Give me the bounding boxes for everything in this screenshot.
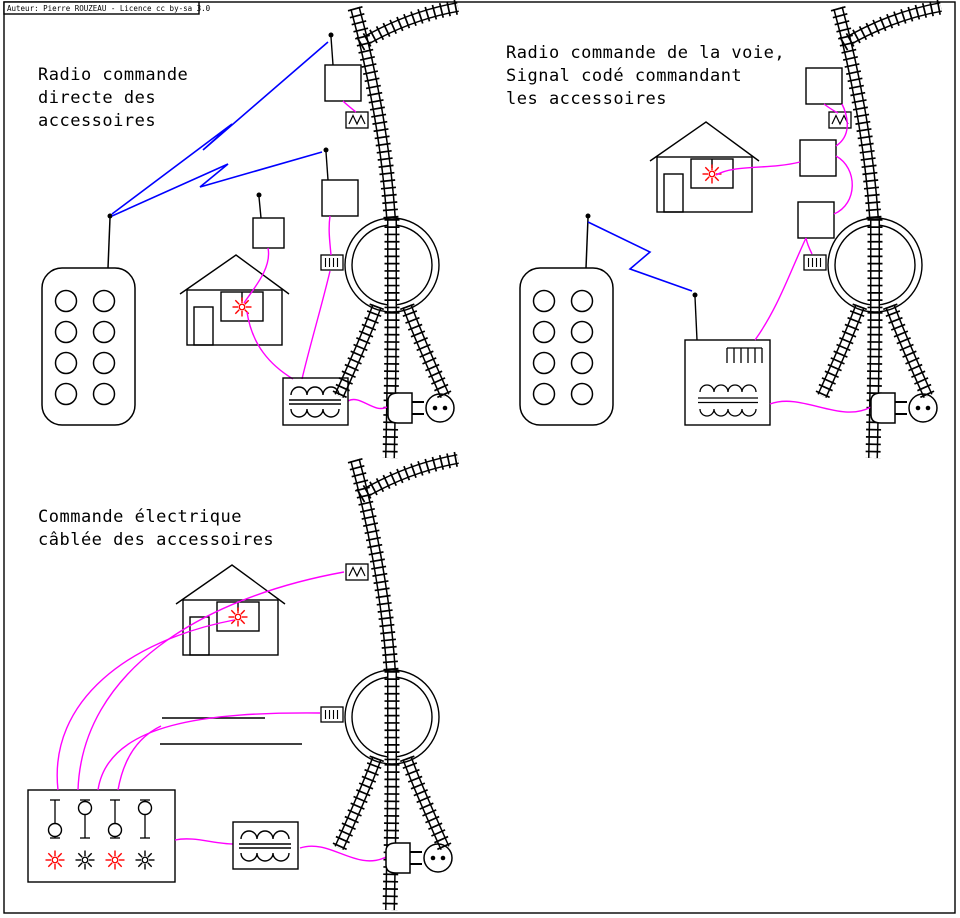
credit-box xyxy=(3,1,200,15)
wire-decoder3-to-decoder2 xyxy=(833,155,853,215)
section3-title-line2: câblée des accessoires xyxy=(38,530,274,550)
switch-knob xyxy=(77,800,93,816)
wire-transformer-to-plug xyxy=(347,398,388,410)
page-border xyxy=(3,1,956,914)
section2-title-line1: Radio commande de la voie, xyxy=(506,43,785,63)
receiver-antenna-tip xyxy=(692,292,698,298)
internal-transformer-icon xyxy=(698,384,758,417)
wire-panel-to-turntable-motor xyxy=(97,712,321,791)
wire-decoder-to-turntable-motor xyxy=(805,237,813,255)
house xyxy=(176,565,285,655)
section-wired: Commande électrique câblée des accessoir… xyxy=(27,459,458,910)
radio-remote xyxy=(519,212,614,426)
section2-title-line2: Signal codé commandant xyxy=(506,66,742,86)
transformer xyxy=(232,821,299,870)
radio-wave-bolt xyxy=(111,151,323,217)
house xyxy=(180,255,289,345)
receiver-antenna xyxy=(330,36,334,66)
receiver-antenna xyxy=(694,296,698,341)
switch-knob xyxy=(137,800,153,816)
wire-panel-to-transformer xyxy=(174,838,234,845)
mains-plug xyxy=(387,392,455,424)
wire-decoder-to-point-motor xyxy=(823,103,839,114)
wire-panel-to-point-motor xyxy=(77,571,345,791)
section3-title-line1: Commande électrique xyxy=(38,507,242,527)
receiver-turnout xyxy=(324,32,362,102)
switch-panel xyxy=(27,789,176,883)
radio-wave-bolt xyxy=(111,41,329,215)
receiver-house xyxy=(252,192,285,249)
radio-wave-bolt xyxy=(587,221,693,292)
wire-panel-to-bus xyxy=(117,725,162,791)
section1-title-line2: directe des xyxy=(38,88,156,108)
receiver-antenna-tip xyxy=(256,192,262,198)
section1-title-line3: accessoires xyxy=(38,111,156,131)
wire-house-to-transformer xyxy=(246,311,294,380)
section-radio-coded: Radio commande de la voie, Signal codé c… xyxy=(506,7,941,458)
decoder-house xyxy=(799,139,837,177)
receiver-turntable xyxy=(321,147,359,217)
credit-text: Auteur: Pierre ROUZEAU - Licence cc by-s… xyxy=(7,4,211,13)
wire-transformer-to-plug xyxy=(299,845,387,862)
wire-receiver-to-point-motor xyxy=(342,100,357,113)
wire-receiver-to-house-lamp xyxy=(243,247,270,304)
switch-knob xyxy=(47,822,63,838)
credit-strip: Auteur: Pierre ROUZEAU - Licence cc by-s… xyxy=(3,1,211,15)
decoder-turnout xyxy=(805,67,843,105)
radio-remote xyxy=(41,212,136,426)
coded-signal-comb-icon xyxy=(726,347,763,363)
section2-title-line3: les accessoires xyxy=(506,89,667,109)
section-radio-direct: Radio commande directe des accessoires xyxy=(38,7,458,458)
receiver-antenna xyxy=(325,151,329,181)
switch-knob xyxy=(107,822,123,838)
wire-turntable-to-transformer xyxy=(301,270,331,380)
wire-decoder-to-house-lamp xyxy=(715,161,801,176)
track-layout xyxy=(321,459,458,910)
wire-receiver-to-plug xyxy=(769,400,872,413)
receiver-antenna-tip xyxy=(323,147,329,153)
mains-plug xyxy=(870,392,938,424)
wire-receiver-to-turntable-motor xyxy=(328,215,332,256)
wire-panel-to-house-lamp xyxy=(56,619,235,791)
receiver-antenna-tip xyxy=(328,32,334,38)
central-receiver-unit xyxy=(684,292,771,426)
section1-title-line1: Radio commande xyxy=(38,65,188,85)
decoder-turntable xyxy=(797,201,835,239)
receiver-antenna xyxy=(258,196,262,219)
switch-panel-case xyxy=(27,789,176,883)
wire-receiver-to-decoder-bus xyxy=(754,237,807,341)
house xyxy=(650,122,759,212)
wire-decoder2-to-decoder1 xyxy=(835,103,848,147)
